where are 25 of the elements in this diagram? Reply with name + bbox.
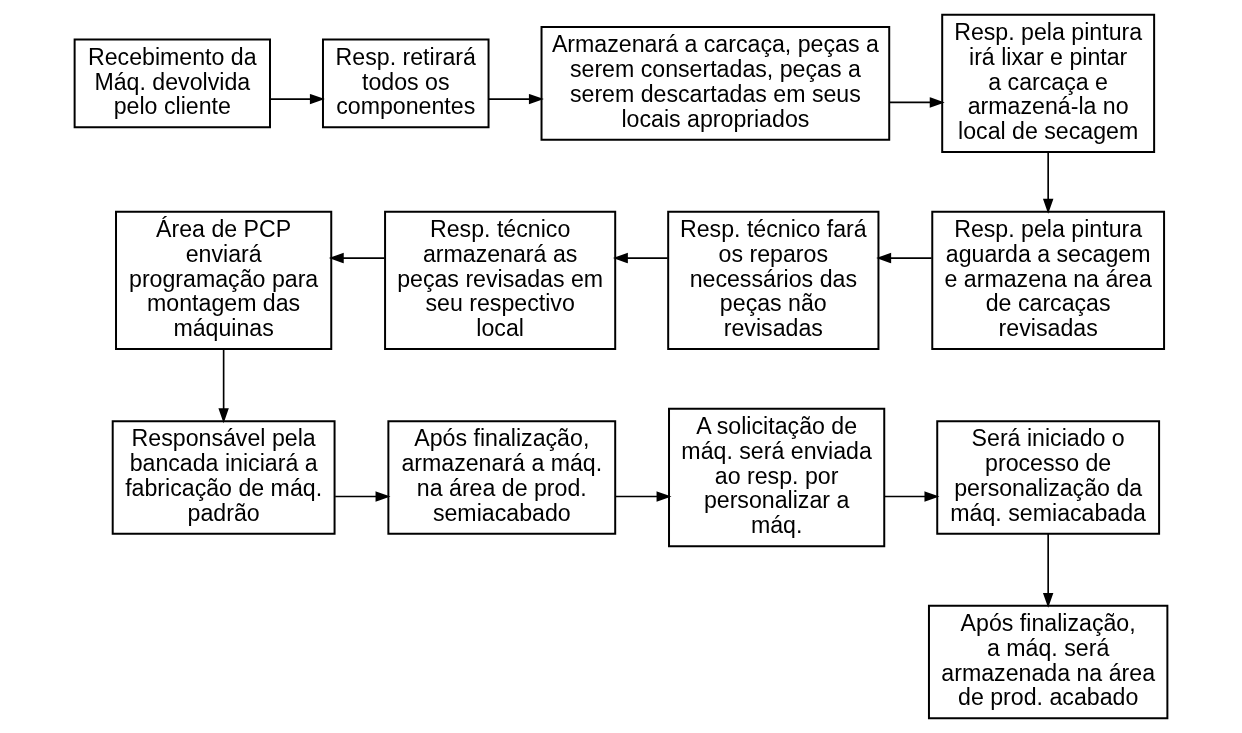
arrow <box>328 252 386 264</box>
node-box: Será iniciado o processo de personalização da máq. semiacabada <box>936 420 1161 535</box>
arrow <box>615 491 672 502</box>
arrow <box>269 93 325 105</box>
node-box: Resp. pela pintura irá lixar e pintar a carcaça e armazená-la no local de secagem <box>941 13 1156 154</box>
node-box: Após finalização, armazenará a máq. na área de prod. semiacabado <box>387 420 617 535</box>
node-box: Armazenará a carcaça, peças a serem consertadas, peças a serem descartadas em seus locais apropriados <box>540 26 891 141</box>
node-box: Responsável pela bancada iniciará a fabricação de máq. padrão <box>111 420 336 535</box>
arrow <box>334 491 391 502</box>
node-box: Área de PCP enviará programação para montagem das máquinas <box>115 210 333 351</box>
arrow <box>883 491 940 502</box>
node-box: Recebimento da Máq. devolvida pelo cliente <box>73 38 271 129</box>
node-box: Resp. retirará todos os componentes <box>322 38 490 129</box>
arrow <box>218 348 229 424</box>
node-box: Resp. técnico armazenará as peças revisadas em seu respectivo local <box>384 210 617 351</box>
arrow <box>1042 533 1054 608</box>
arrow <box>487 93 544 105</box>
arrow <box>612 252 669 264</box>
node-box: A solicitação de máq. será enviada ao resp. por personalizar a máq. <box>668 407 886 548</box>
node-box: Resp. técnico fará os reparos necessários das peças não revisadas <box>667 210 880 351</box>
arrow <box>1042 151 1054 214</box>
node-box: Após finalização, a máq. será armazenada na área de prod. acabado <box>927 604 1169 720</box>
arrow <box>888 97 945 108</box>
node-box: Resp. pela pintura aguarda a secagem e armazena na área de carcaças revisadas <box>931 210 1166 351</box>
arrow <box>876 252 933 264</box>
